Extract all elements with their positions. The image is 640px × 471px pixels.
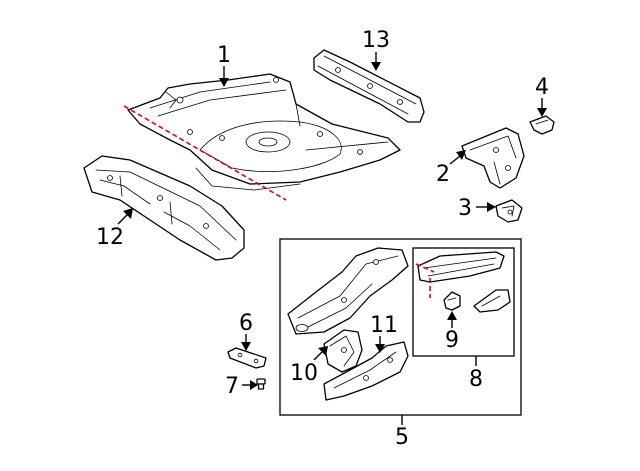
part-1-cut-line — [123, 105, 287, 201]
callout-5: 5 — [395, 425, 409, 450]
callout-8: 8 — [469, 367, 483, 392]
callout-1: 1 — [217, 43, 231, 68]
part-11-rear-rail — [323, 341, 409, 401]
part-7-bolt — [256, 378, 266, 390]
part-8-side-gusset — [473, 289, 511, 313]
callout-12: 12 — [96, 225, 124, 250]
part-6-brace — [227, 347, 267, 369]
part-5-main-rail — [287, 247, 409, 335]
callout-10: 10 — [290, 361, 318, 386]
part-10-bracket — [323, 329, 363, 373]
part-4-small-bracket — [529, 115, 555, 135]
part-8-assembly-box — [412, 247, 515, 357]
part-12-side-member — [83, 155, 245, 261]
part-9-small-bracket — [443, 291, 461, 311]
callout-3: 3 — [458, 196, 472, 221]
part-5-assembly-box — [279, 238, 522, 416]
part-8-cut-line — [415, 263, 435, 273]
leaders — [117, 52, 547, 425]
callout-7: 7 — [225, 374, 239, 399]
callout-4: 4 — [535, 75, 549, 100]
part-13-cross-member — [313, 49, 425, 123]
callout-13: 13 — [362, 28, 390, 53]
callout-11: 11 — [370, 313, 398, 338]
callout-6: 6 — [239, 311, 253, 336]
part-8-extension — [417, 251, 505, 283]
callout-9: 9 — [445, 328, 459, 353]
callout-2: 2 — [436, 162, 450, 187]
part-3-gusset — [495, 199, 523, 223]
part-2-bracket — [461, 127, 525, 189]
part-1-rear-floor-pan — [127, 73, 401, 191]
